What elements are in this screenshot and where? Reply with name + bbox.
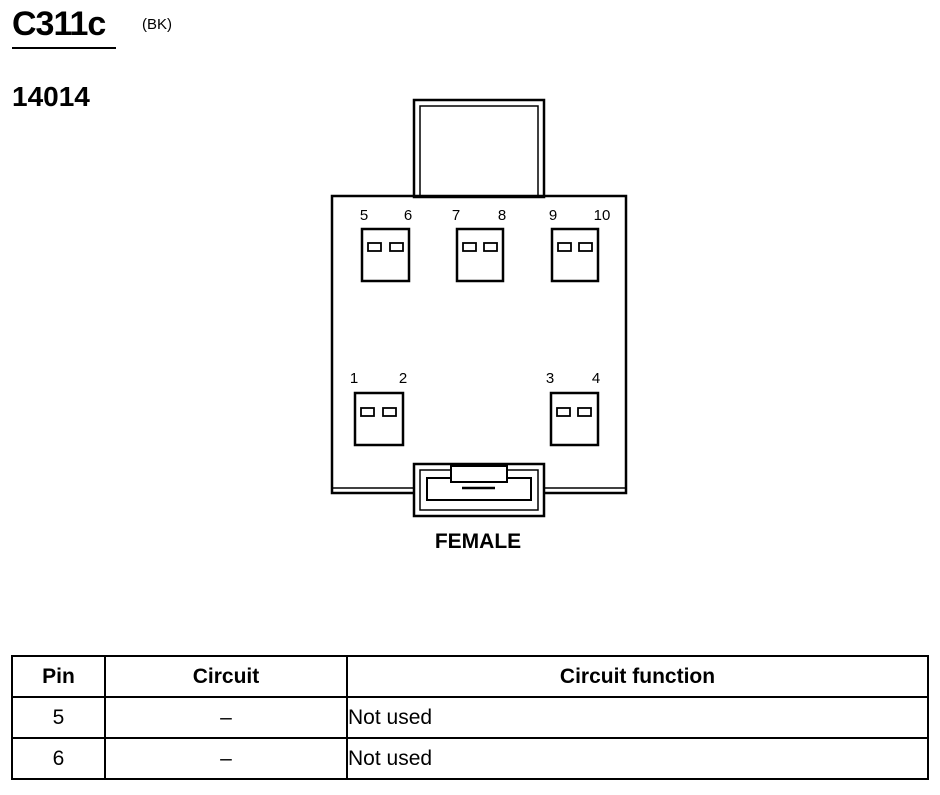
connector-id: C311c [12, 5, 106, 43]
pin-slot-5 [367, 242, 382, 252]
pin-label-6: 6 [404, 207, 412, 224]
cell-circuit-function: Not used [346, 696, 929, 739]
pin-label-4: 4 [592, 370, 600, 387]
table-row: 5 – Not used [11, 696, 929, 739]
pin-slot-6 [389, 242, 404, 252]
cavity-9-10 [550, 227, 600, 283]
header-circuit-function: Circuit function [346, 655, 929, 698]
pin-slot-3 [556, 407, 571, 417]
pin-slot-7 [462, 242, 477, 252]
pin-slot-8 [483, 242, 498, 252]
pin-label-9: 9 [549, 207, 557, 224]
connector-color-code: (BK) [142, 16, 172, 33]
cell-pin: 6 [11, 737, 106, 780]
cavity-3-4 [549, 391, 600, 447]
header-circuit: Circuit [104, 655, 348, 698]
pin-label-7: 7 [452, 207, 460, 224]
pin-label-8: 8 [498, 207, 506, 224]
cell-circuit: – [104, 737, 348, 780]
pin-slot-1 [360, 407, 375, 417]
connector-face-diagram: 5 6 7 8 9 10 1 2 3 4 [330, 98, 628, 518]
connector-top-tab-inner [419, 105, 539, 198]
cell-pin: 5 [11, 696, 106, 739]
cell-circuit: – [104, 696, 348, 739]
cavity-5-6 [360, 227, 411, 283]
connector-gender-label: FEMALE [434, 530, 522, 553]
pin-slot-9 [557, 242, 572, 252]
pin-label-1: 1 [350, 370, 358, 387]
header-pin: Pin [11, 655, 106, 698]
pin-table: Pin Circuit Circuit function 5 – Not use… [11, 655, 929, 780]
pin-label-2: 2 [399, 370, 407, 387]
connector-body [330, 194, 628, 495]
pin-slot-2 [382, 407, 397, 417]
pin-label-3: 3 [546, 370, 554, 387]
connector-latch-button [450, 465, 508, 483]
table-row: 6 – Not used [11, 737, 929, 780]
connector-top-tab [412, 98, 546, 199]
cell-circuit-function: Not used [346, 737, 929, 780]
table-header-row: Pin Circuit Circuit function [11, 655, 929, 698]
cavity-7-8 [455, 227, 505, 283]
pin-slot-4 [577, 407, 592, 417]
pin-label-5: 5 [360, 207, 368, 224]
pin-label-10: 10 [594, 207, 611, 224]
cavity-1-2 [353, 391, 405, 447]
title-underline [12, 47, 116, 49]
pin-slot-10 [578, 242, 593, 252]
part-number: 14014 [12, 81, 90, 112]
